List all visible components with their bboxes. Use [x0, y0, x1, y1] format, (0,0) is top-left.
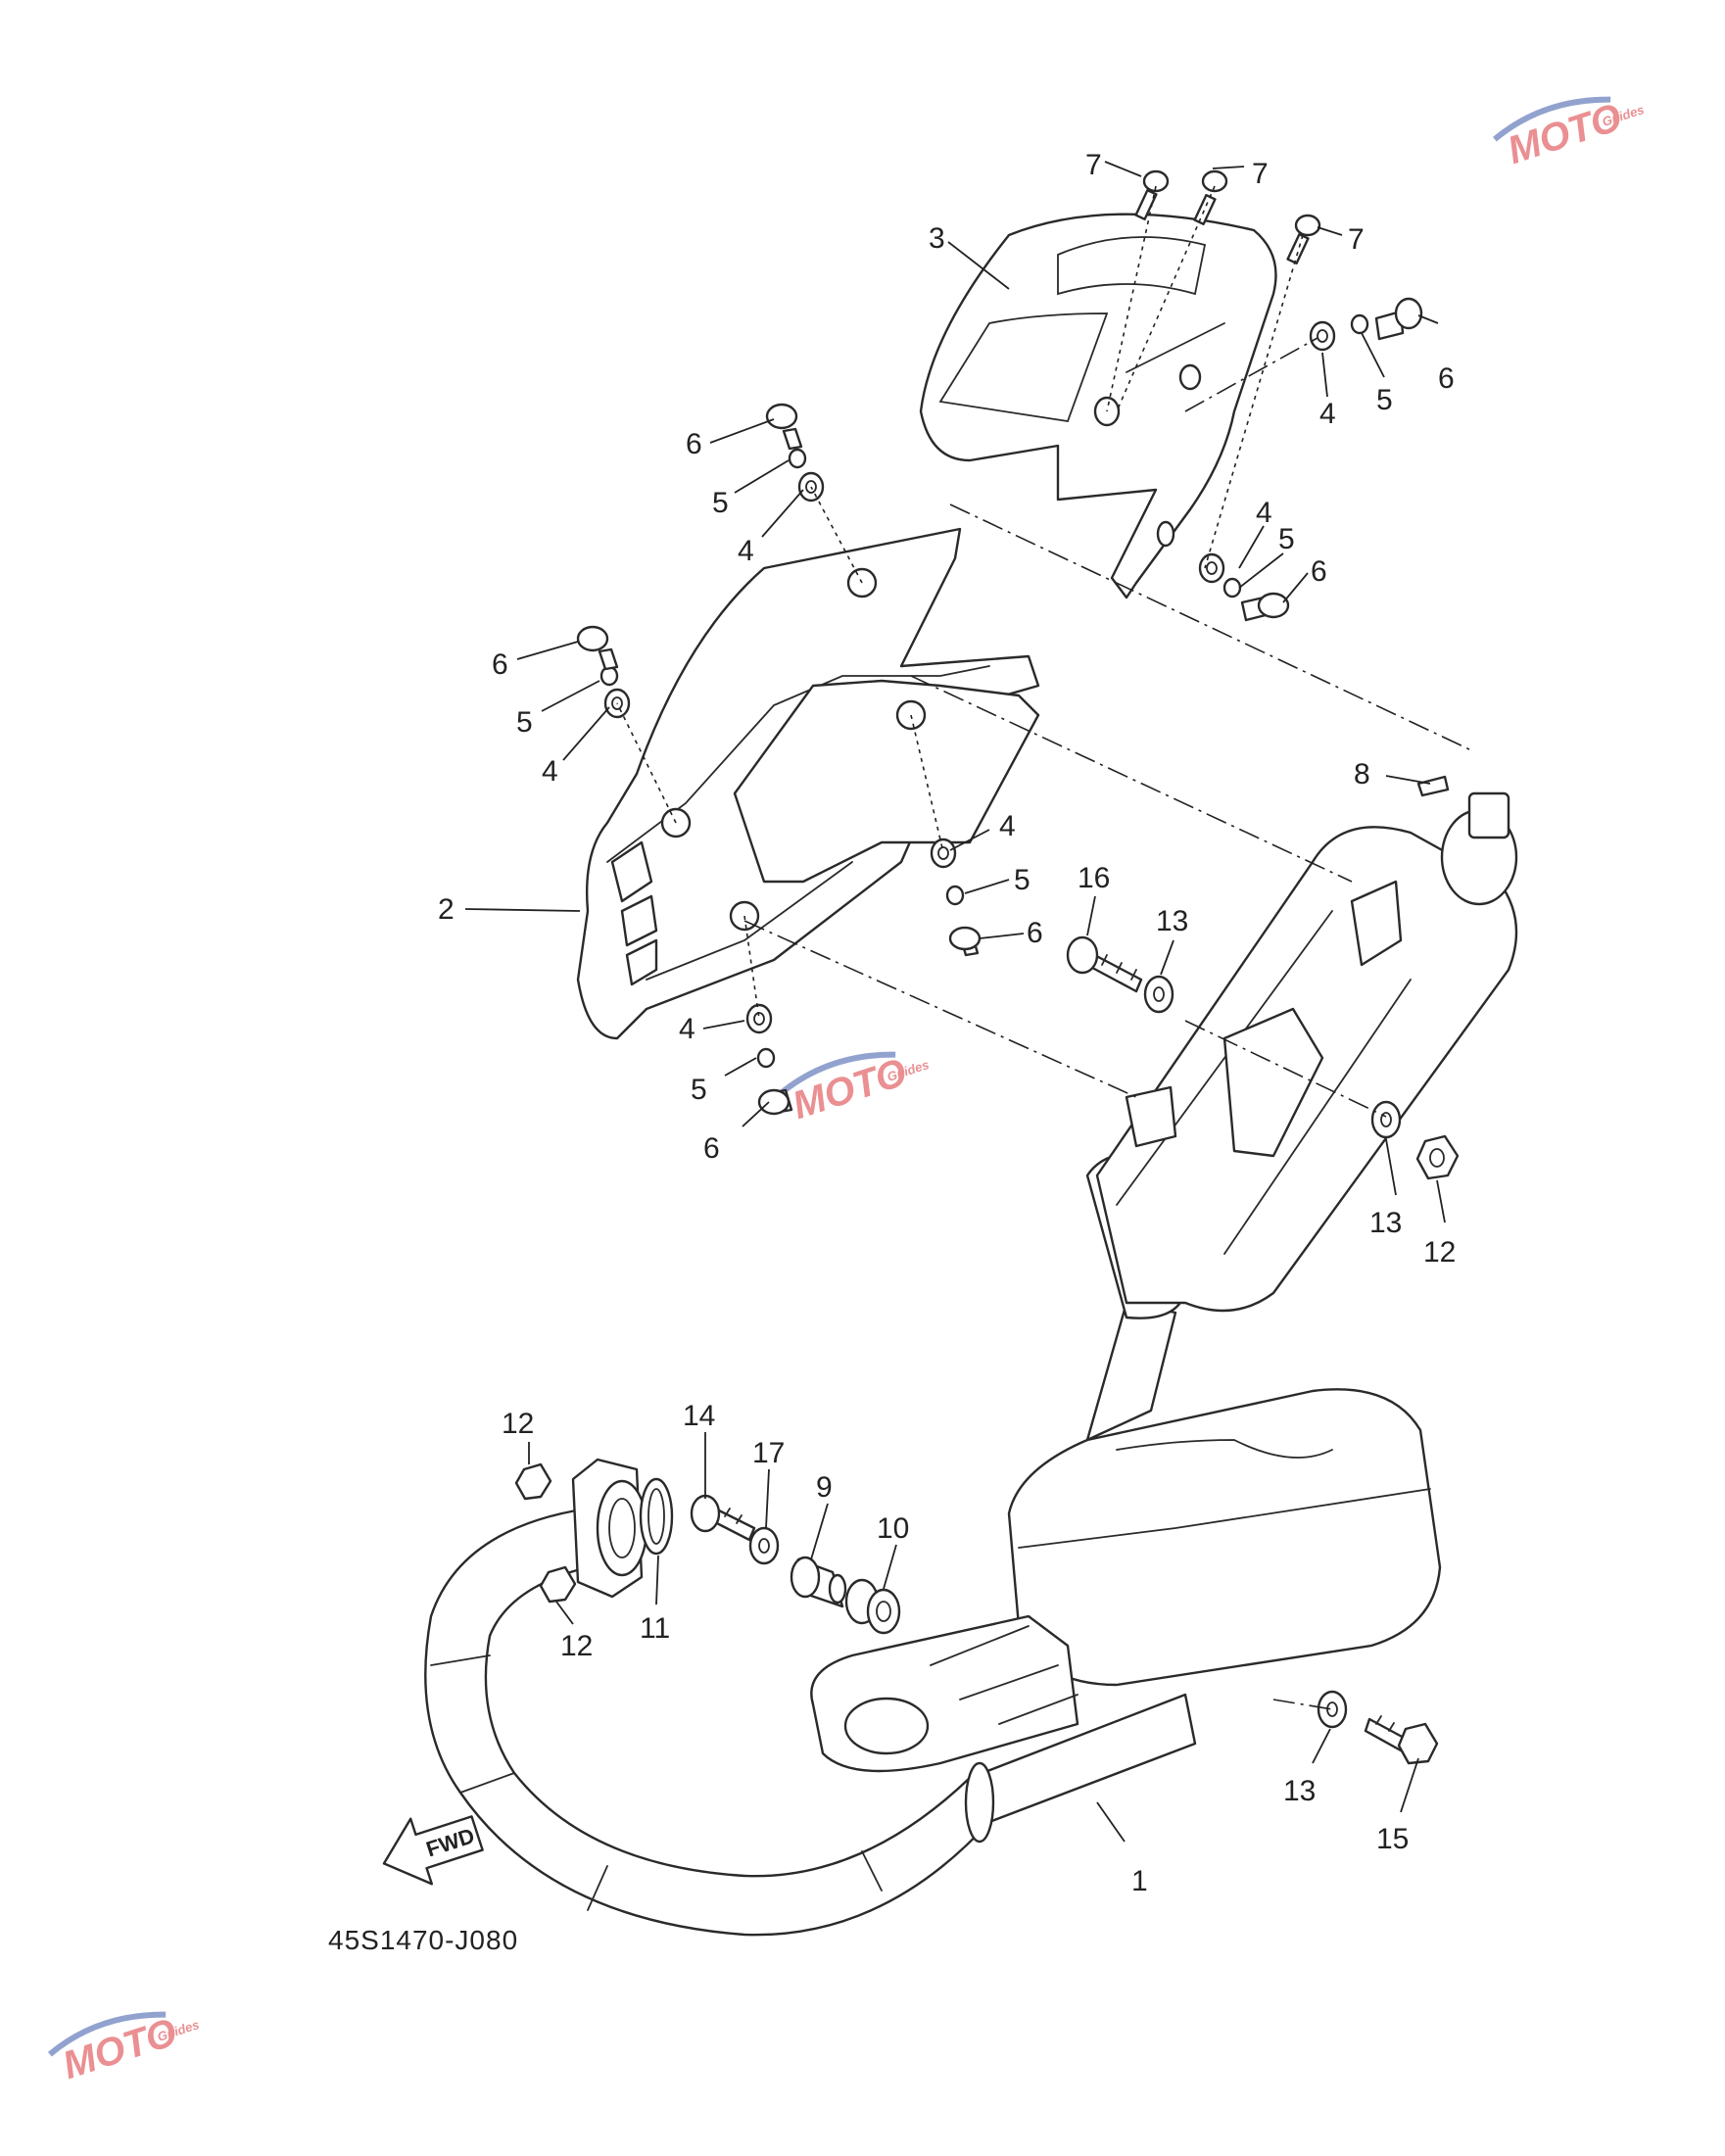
callout-2: 2 [438, 893, 455, 926]
plain-washer[interactable] [1143, 975, 1402, 1729]
callout-5: 5 [516, 706, 533, 739]
callout-6: 6 [492, 648, 508, 681]
assembly-lines [616, 185, 1470, 1710]
callout-6: 6 [1438, 362, 1455, 395]
watermark-logo-top-right: MOTO Guides [1492, 95, 1646, 172]
washer[interactable] [603, 320, 1336, 1034]
gasket[interactable] [639, 1477, 674, 1556]
callout-6: 6 [703, 1132, 720, 1165]
callout-5: 5 [1376, 384, 1393, 416]
callout-6: 6 [1311, 555, 1327, 588]
callout-13: 13 [1156, 905, 1188, 937]
drawing-code: 45S1470-J080 [328, 1925, 518, 1955]
rear-bolt[interactable] [1364, 1715, 1439, 1765]
callout-3: 3 [929, 222, 945, 255]
grommet[interactable] [599, 313, 1369, 1069]
callout-4: 4 [738, 535, 754, 567]
callout-4: 4 [1256, 497, 1272, 529]
callout-8: 8 [1354, 758, 1370, 791]
callout-15: 15 [1376, 1823, 1409, 1855]
callout-5: 5 [712, 487, 729, 519]
forward-direction-arrow: FWD [382, 1815, 484, 1886]
callout-7: 7 [1348, 223, 1365, 256]
callout-4: 4 [679, 1013, 695, 1045]
callout-7: 7 [1085, 149, 1102, 181]
watermark-logo-bottom-left: MOTO Guides [47, 2010, 201, 2087]
callout-9: 9 [816, 1471, 833, 1504]
callout-12: 12 [1423, 1236, 1456, 1269]
callout-4: 4 [999, 810, 1016, 842]
bolt[interactable] [576, 297, 1423, 1116]
callout-11: 11 [640, 1612, 670, 1645]
callout-10: 10 [877, 1512, 909, 1545]
clip[interactable] [1416, 775, 1450, 797]
callout-17: 17 [752, 1437, 785, 1469]
bolt-with-washer[interactable] [690, 1494, 756, 1542]
callout-16: 16 [1078, 862, 1110, 894]
callout-6: 6 [1027, 917, 1043, 949]
nut[interactable] [514, 1134, 1460, 1604]
callout-labels: 3 2 1 7 7 7 6 5 4 6 5 4 6 5 4 4 5 6 4 5 … [438, 149, 1456, 1897]
watermark-logo-center: MOTO Guides [777, 1050, 931, 1127]
callout-13: 13 [1283, 1775, 1316, 1807]
callout-5: 5 [1014, 864, 1030, 896]
callout-7: 7 [1252, 158, 1269, 190]
callout-1: 1 [1131, 1865, 1148, 1897]
heat-shield-upper[interactable] [919, 213, 1277, 599]
heat-shield-lower[interactable] [576, 527, 1040, 1040]
callout-6: 6 [686, 428, 702, 460]
muffler[interactable] [810, 791, 1518, 1773]
damper[interactable] [844, 1578, 901, 1635]
callout-5: 5 [691, 1074, 707, 1106]
callout-12: 12 [560, 1630, 593, 1662]
exhaust-flange[interactable] [571, 1458, 648, 1599]
callout-4: 4 [1319, 398, 1336, 430]
callout-12: 12 [502, 1408, 534, 1440]
callout-14: 14 [683, 1400, 715, 1432]
collar-washer[interactable] [748, 1526, 780, 1565]
callout-4: 4 [542, 755, 558, 788]
callout-5: 5 [1278, 523, 1295, 555]
collar[interactable] [790, 1556, 847, 1608]
flange-bolt[interactable] [1066, 935, 1143, 993]
callout-13: 13 [1369, 1207, 1402, 1239]
leader-lines [464, 161, 1446, 1843]
